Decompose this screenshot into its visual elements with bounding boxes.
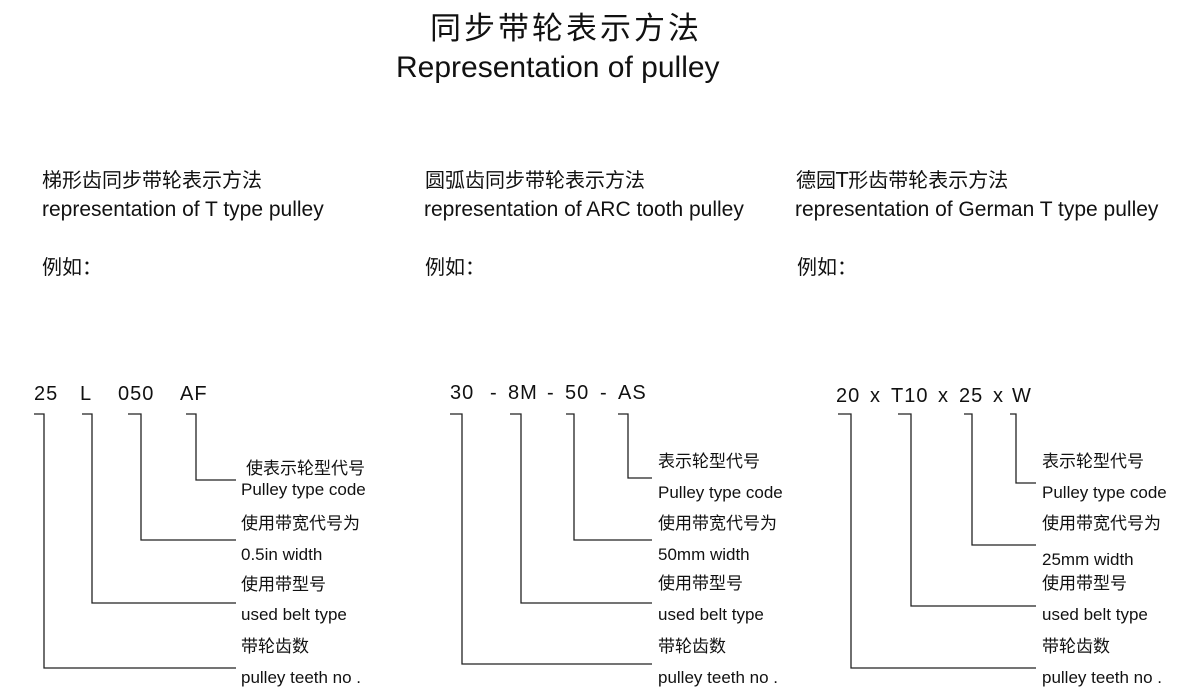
label-en: 50mm width: [658, 545, 750, 564]
label-en: Pulley type code: [1042, 483, 1167, 502]
code-part: 050: [118, 383, 155, 405]
label-en: used belt type: [1042, 605, 1148, 624]
section-2-example-label: 例如：: [425, 255, 485, 279]
connector-s2-width: [566, 413, 652, 541]
section-3-title-cn: 德园T形齿带轮表示方法: [796, 168, 1009, 192]
section-3-example-label: 例如：: [797, 255, 857, 279]
connector-s1-belt: [82, 413, 236, 604]
code-part: L: [80, 383, 93, 405]
label-cn: 表示轮型代号: [658, 452, 760, 472]
page-title-en: Representation of pulley: [396, 51, 720, 84]
code-part: AF: [180, 383, 208, 405]
code-part: 20: [836, 385, 861, 407]
page-title-cn: 同步带轮表示方法: [430, 11, 702, 47]
code-part: T10: [891, 385, 929, 407]
label-cn: 使用带宽代号为: [241, 514, 360, 534]
label-cn: 使用带宽代号为: [1042, 514, 1161, 534]
code-part: -: [600, 382, 608, 404]
code-part: 30: [450, 382, 475, 404]
code-part: AS: [618, 382, 647, 404]
code-part: x: [938, 385, 949, 407]
section-2-title-cn: 圆弧齿同步带轮表示方法: [425, 168, 645, 192]
label-cn: 使用带宽代号为: [658, 514, 777, 534]
label-en: Pulley type code: [658, 483, 783, 502]
code-part: -: [547, 382, 555, 404]
connector-s3-width: [964, 413, 1036, 546]
label-en: pulley teeth no .: [241, 668, 362, 687]
code-part: -: [490, 382, 498, 404]
label-cn: 使用带型号: [658, 574, 743, 594]
label-cn: 带轮齿数: [1042, 637, 1110, 657]
label-en: 25mm width: [1042, 550, 1134, 569]
label-cn: 带轮齿数: [658, 637, 726, 657]
code-part: x: [870, 385, 881, 407]
connector-s2-belt: [510, 413, 652, 604]
label-en: pulley teeth no .: [658, 668, 779, 687]
section-3-title-en: representation of German T type pulley: [795, 198, 1159, 221]
label-en: used belt type: [658, 605, 764, 624]
code-part: 8M: [508, 382, 538, 404]
label-en: pulley teeth no .: [1042, 668, 1163, 687]
label-en: used belt type: [241, 605, 347, 624]
section-2-title-en: representation of ARC tooth pulley: [424, 198, 744, 221]
label-cn: 使用带型号: [1042, 574, 1127, 594]
connector-s3-type: [1010, 413, 1036, 484]
connector-s1-teeth: [34, 413, 236, 669]
connector-s1-width: [128, 413, 236, 541]
label-cn: 表示轮型代号: [1042, 452, 1144, 472]
connector-s2-teeth: [450, 413, 652, 665]
code-part: 25: [34, 383, 59, 405]
label-cn: 使用带型号: [241, 575, 326, 595]
section-1-example-label: 例如：: [42, 255, 102, 279]
section-1-title-cn: 梯形齿同步带轮表示方法: [42, 168, 262, 192]
code-part: x: [993, 385, 1004, 407]
section-1-title-en: representation of T type pulley: [42, 198, 324, 221]
code-part: 50: [565, 382, 590, 404]
label-en: 0.5in width: [241, 545, 323, 564]
connector-s3-teeth: [838, 413, 1036, 669]
code-part: W: [1012, 385, 1032, 407]
label-cn: 使表示轮型代号: [246, 459, 365, 479]
label-en: Pulley type code: [241, 480, 366, 499]
connector-s3-belt: [898, 413, 1036, 607]
connector-s1-type: [186, 413, 236, 481]
label-cn: 带轮齿数: [241, 637, 309, 657]
code-part: 25: [959, 385, 984, 407]
connector-s2-type: [618, 413, 652, 479]
